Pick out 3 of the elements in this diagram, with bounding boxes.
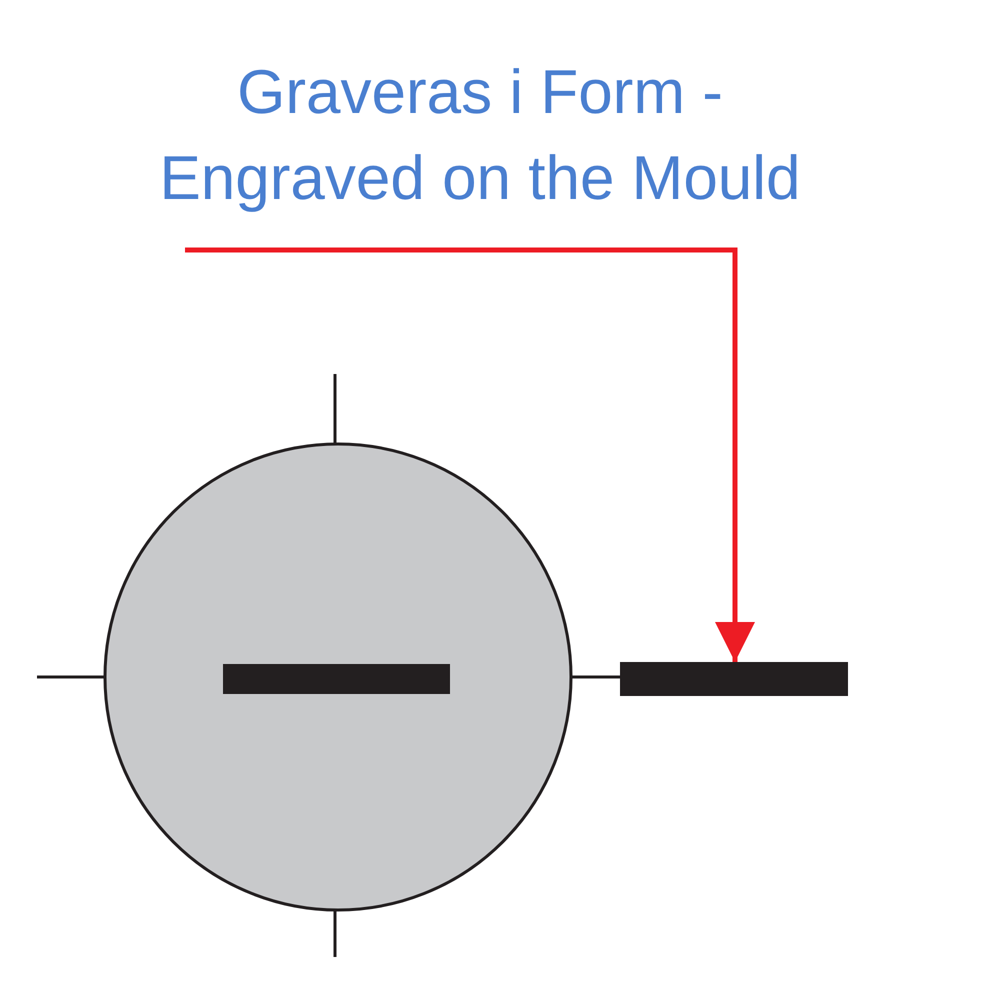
leader-arrow: [185, 248, 755, 662]
bar-mark: [620, 662, 848, 696]
callout-label: Graveras i Form - Engraved on the Mould: [100, 50, 860, 250]
